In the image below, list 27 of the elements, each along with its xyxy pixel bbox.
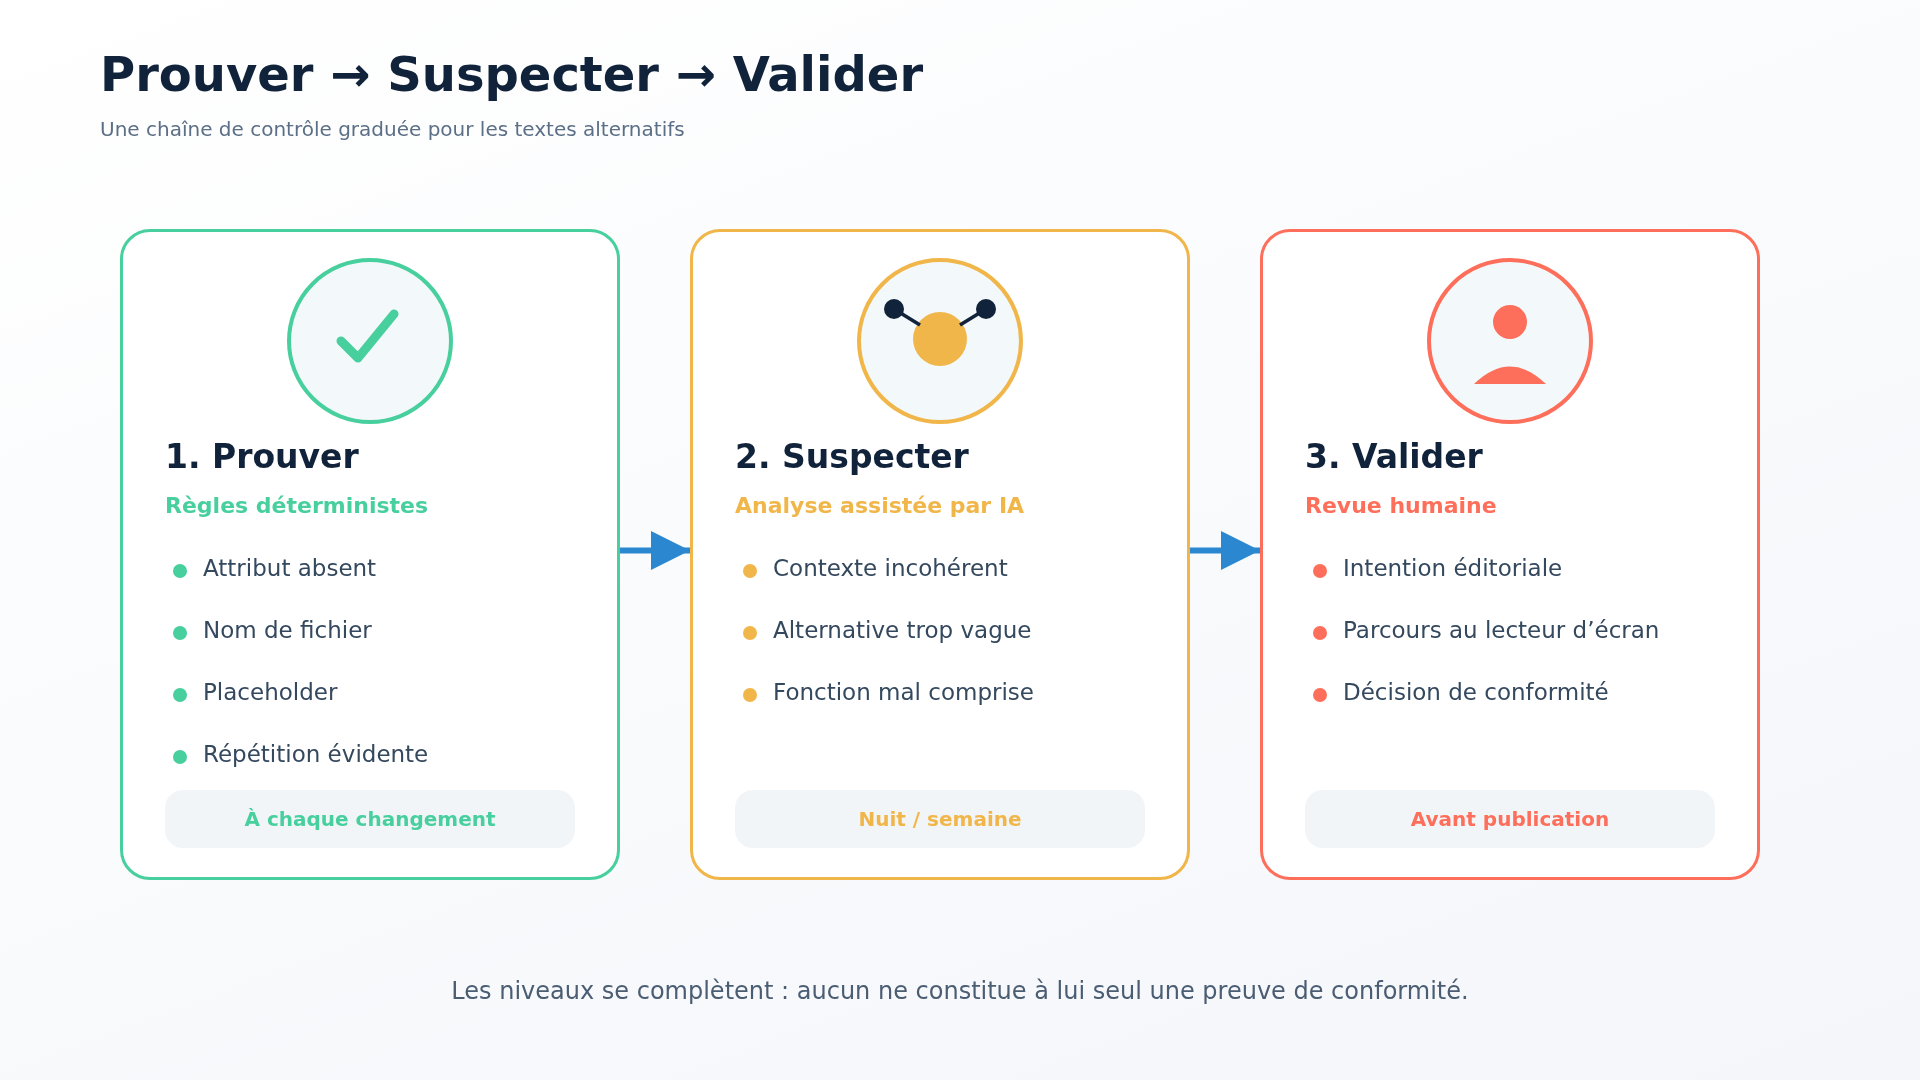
bullet-text: Parcours au lecteur d’écran: [1343, 617, 1660, 643]
title: Prouver → Suspecter → Valider: [100, 46, 924, 102]
step-card: [1260, 229, 1760, 880]
bullet-text: Placeholder: [203, 679, 338, 705]
step-subheading: Règles déterministes: [165, 493, 429, 518]
step-heading: 1. Prouver: [165, 437, 359, 476]
bullet-text: Répétition évidente: [203, 741, 429, 767]
bullet-text: Contexte incohérent: [773, 555, 1008, 581]
subtitle: Une chaîne de contrôle graduée pour les textes alternatifs: [100, 117, 685, 141]
arrow: [1190, 531, 1260, 570]
step-subheading: Analyse assistée par IA: [735, 493, 1025, 518]
step-subheading: Revue humaine: [1305, 493, 1497, 518]
step-heading: 2. Suspecter: [735, 437, 969, 476]
footnote: Les niveaux se complètent : aucun ne constitue à lui seul une preuve de conformité.: [450, 977, 1470, 1005]
bullet-text: Alternative trop vague: [773, 617, 1032, 643]
frequency-badge: Nuit / semaine: [735, 790, 1145, 848]
arrow: [620, 531, 690, 570]
step-heading: 3. Valider: [1305, 437, 1483, 476]
step-card: [120, 229, 620, 880]
bullet-text: Attribut absent: [203, 555, 377, 581]
bullet-text: Intention éditoriale: [1343, 555, 1563, 581]
bullet-text: Nom de fichier: [203, 617, 372, 643]
bullet-text: Fonction mal comprise: [773, 679, 1034, 705]
frequency-badge: Avant publication: [1305, 790, 1715, 848]
frequency-badge: À chaque changement: [165, 790, 575, 848]
step-card: [690, 229, 1190, 880]
bullet-text: Décision de conformité: [1343, 679, 1609, 705]
